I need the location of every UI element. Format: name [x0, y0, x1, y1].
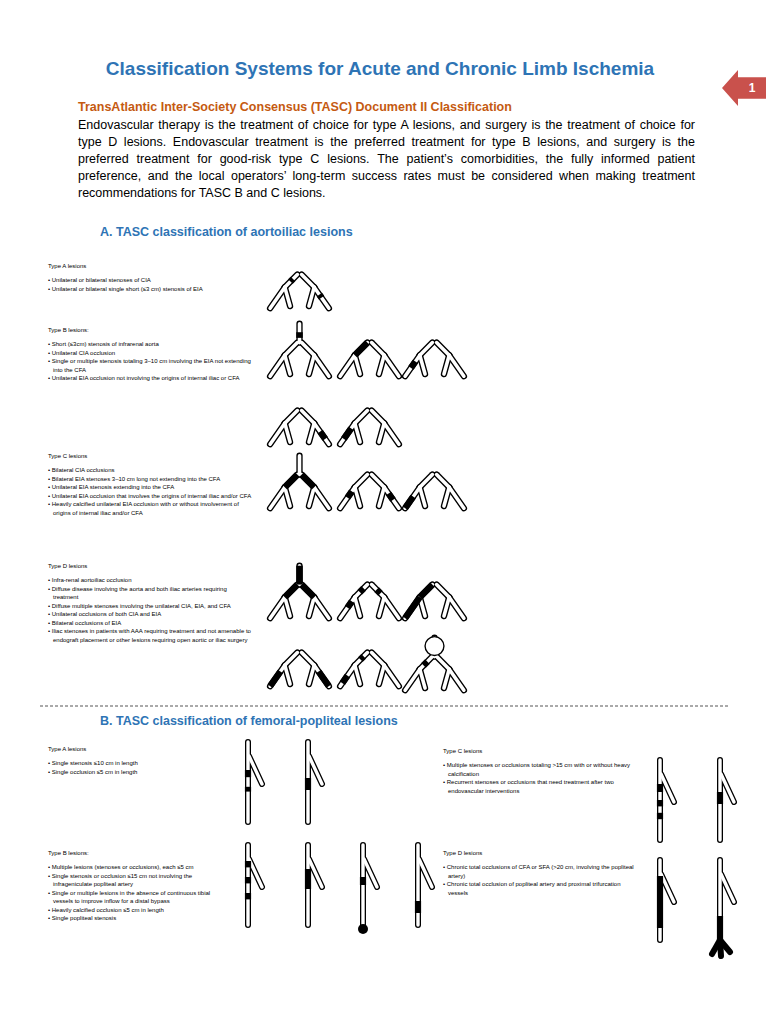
aortoiliac-figure [340, 411, 399, 445]
type-heading: Type B lesions: [48, 849, 223, 857]
bullet-item: • Recurrent stenoses or occlusions that … [443, 778, 638, 795]
section-divider [40, 706, 728, 707]
bullet-item: • Multiple stenoses or occlusions totali… [443, 761, 638, 778]
femoral-figure [308, 845, 322, 925]
bullet-item: • Multiple lesions (stenoses or occlusio… [48, 863, 223, 872]
type-heading: Type D lesions [48, 562, 253, 570]
aortoiliac-figure [270, 456, 329, 509]
bullet-item: • Single stenosis ≤10 cm in length [48, 759, 220, 768]
aortoiliac-figure [405, 585, 464, 619]
bullet-item: • Unilateral occlusions of both CIA and … [48, 610, 253, 619]
type-heading: Type C lesions [443, 747, 638, 755]
bullet-item: • Single or multiple stenosis totaling 3… [48, 357, 253, 374]
page-number: 1 [738, 81, 766, 95]
bullet-item: • Single or multiple lesions in the abse… [48, 889, 223, 906]
arrow-shape [722, 70, 766, 106]
subtitle: TransAtlantic Inter-Society Consensus (T… [78, 100, 695, 114]
bullet-item: • Short (≤3cm) stenosis of infrarenal ao… [48, 340, 253, 349]
bullet-item: • Bilateral EIA stenoses 3–10 cm long no… [48, 475, 253, 484]
aortoiliac-figure [340, 653, 399, 687]
bullet-item: • Chronic total occlusions of CFA or SFA… [443, 863, 638, 880]
aortoiliac-figure [340, 475, 399, 509]
bullet-item: • Single stenosis or occlusion ≤15 cm no… [48, 872, 223, 889]
bullet-item: • Unilateral EIA occlusion that involves… [48, 492, 253, 501]
bullet-item: • Chronic total occlusion of popliteal a… [443, 880, 638, 897]
section-heading: B. TASC classification of femoral-poplit… [100, 714, 500, 728]
femoral-figure [358, 845, 377, 934]
page-title: Classification Systems for Acute and Chr… [40, 58, 720, 80]
femoral-figure [418, 845, 432, 925]
aortoiliac-figure [405, 475, 464, 509]
bullet-item: • Single popliteal stenosis [48, 914, 223, 923]
femoral-figure [248, 845, 262, 925]
page-number-arrow: 1 [722, 70, 766, 106]
femoral-figure [660, 760, 674, 840]
bullet-item: • Diffuse disease involving the aorta an… [48, 585, 253, 602]
bullet-item: • Bilateral occlusions of EIA [48, 619, 253, 628]
bullet-item: • Bilateral CIA occlusions [48, 466, 253, 475]
femoral-figure [308, 742, 322, 822]
bullet-item: • Diffuse multiple stenoses involving th… [48, 602, 253, 611]
femoral-figure [712, 860, 734, 956]
aortoiliac-figure [270, 324, 329, 377]
bullet-item: • Unilateral or bilateral stenoses of CI… [48, 276, 253, 285]
femoral-figure [660, 860, 674, 940]
bullet-item: • Heavily calcified occlusion ≤5 cm in l… [48, 906, 223, 915]
bullet-item: • Unilateral or bilateral single short (… [48, 285, 253, 294]
bullet-item: • Heavily calcified unilateral EIA occlu… [48, 500, 253, 517]
aortoiliac-figure [405, 343, 464, 377]
bullet-item: • Infra-renal aortoiliac occlusion [48, 576, 253, 585]
aortoiliac-figure [270, 653, 329, 687]
femoral-figure [720, 760, 734, 840]
bullet-item: • Single occlusion ≤5 cm in length [48, 768, 220, 777]
aortoiliac-figure [340, 585, 399, 619]
aortoiliac-figure [270, 275, 329, 309]
bullet-item: • Unilateral EIA stenosis extending into… [48, 483, 253, 492]
bullet-item: • Iliac stenoses in patients with AAA re… [48, 627, 253, 644]
type-heading: Type A lesions [48, 745, 220, 753]
type-heading: Type B lesions: [48, 326, 253, 334]
femoral-figure [248, 742, 262, 822]
type-heading: Type A lesions [48, 262, 253, 270]
aortoiliac-figure [270, 411, 329, 445]
bullet-item: • Unilateral EIA occlusion not involving… [48, 374, 253, 383]
aortoiliac-figure [340, 343, 399, 377]
bullet-item: • Unilateral CIA occlusion [48, 349, 253, 358]
type-heading: Type C lesions [48, 452, 253, 460]
aortoiliac-figure [405, 637, 464, 691]
section-heading: A. TASC classification of aortoiliac les… [100, 225, 500, 239]
intro-paragraph: Endovascular therapy is the treatment of… [78, 117, 695, 202]
aortoiliac-figure [270, 566, 329, 619]
type-heading: Type D lesions [443, 849, 638, 857]
